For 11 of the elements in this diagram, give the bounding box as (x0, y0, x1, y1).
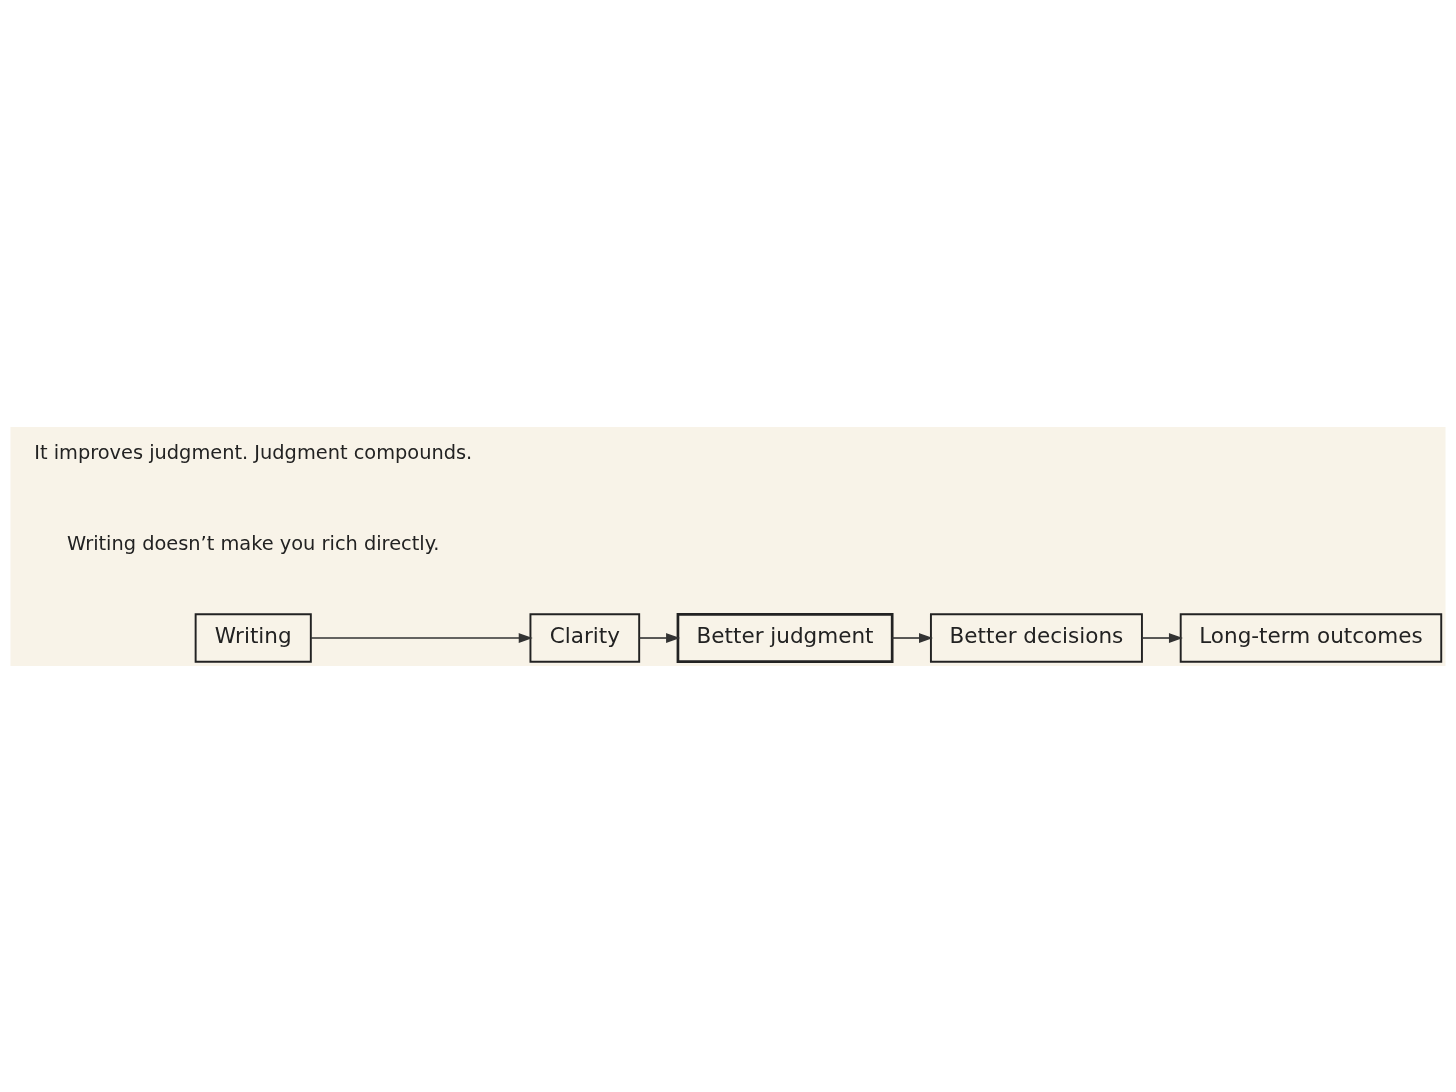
node-box: Better judgment (676, 612, 894, 663)
arrow (1141, 632, 1183, 643)
arrow (638, 632, 681, 643)
label: Writing doesn’t make you rich directly. (66, 531, 440, 555)
arrow (310, 632, 533, 643)
label: It improves judgment. Judgment compounds. (34, 440, 473, 464)
node-box: Clarity (529, 612, 641, 663)
arrow (891, 632, 934, 643)
node-box: Writing (194, 612, 312, 663)
node-box: Better decisions (929, 612, 1143, 663)
node-box: Long-term outcomes (1179, 612, 1443, 663)
